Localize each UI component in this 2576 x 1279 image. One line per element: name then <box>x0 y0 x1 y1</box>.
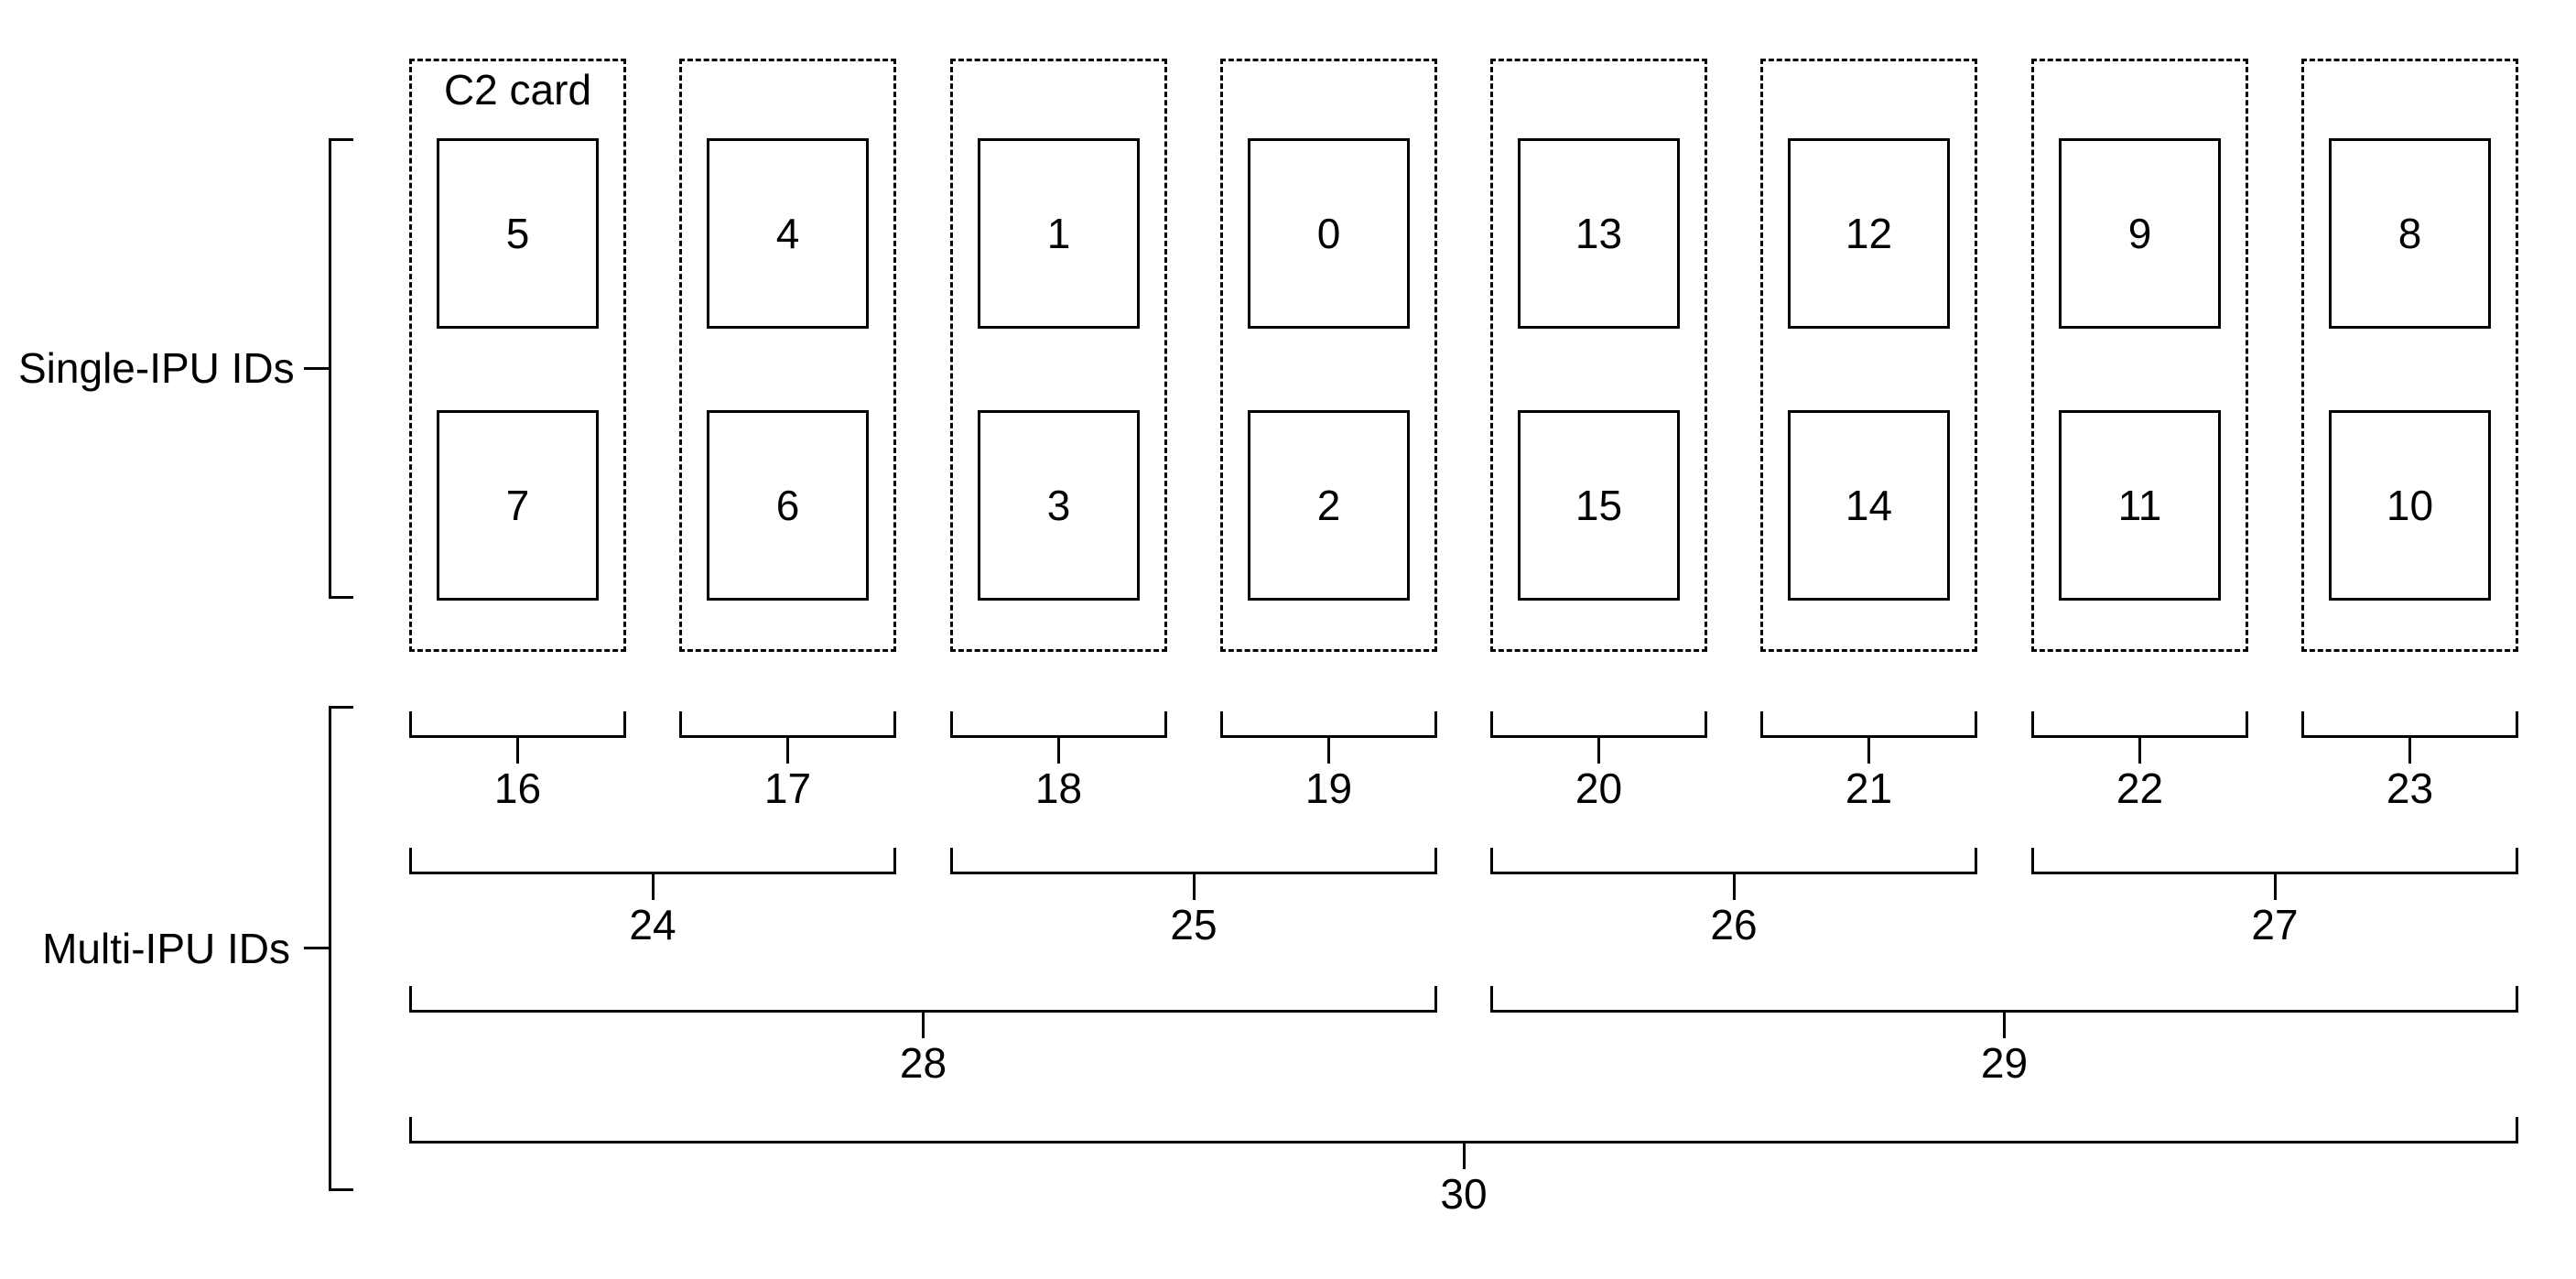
ipu-id-range-bracket <box>1490 711 1707 738</box>
ipu-square: 9 <box>2059 138 2221 329</box>
bracket-center-tick <box>1192 874 1196 900</box>
c2-card-outline <box>1490 59 1707 652</box>
bracket-center-tick <box>2003 1013 2006 1038</box>
multi-ipu-id-label: 30 <box>1440 1170 1488 1218</box>
bracket-center-tick <box>1732 874 1736 900</box>
bracket-center-tick <box>1597 738 1600 764</box>
c2-card-outline <box>1760 59 1977 652</box>
multi-ipu-connector-line <box>304 947 329 949</box>
ipu-square: 5 <box>437 138 599 329</box>
bracket-center-tick <box>1057 738 1060 764</box>
ipu-id-range-bracket <box>409 986 1437 1013</box>
ipu-square: 0 <box>1248 138 1410 329</box>
bracket-center-tick <box>786 738 789 764</box>
multi-ipu-id-label: 28 <box>899 1039 947 1087</box>
multi-ipu-ids-label: Multi-IPU IDs <box>42 925 290 972</box>
ipu-id-range-bracket <box>409 848 896 874</box>
multi-ipu-id-label: 22 <box>2116 764 2164 812</box>
bracket-center-tick <box>651 874 655 900</box>
bracket-center-tick <box>2408 738 2411 764</box>
single-ipu-connector-line <box>304 367 329 370</box>
ipu-square: 3 <box>978 410 1140 601</box>
c2-card-outline <box>2301 59 2518 652</box>
bracket-center-tick <box>922 1013 925 1038</box>
c2-card-outline <box>1220 59 1437 652</box>
multi-ipu-group-bracket <box>329 706 353 1191</box>
ipu-id-range-bracket <box>409 1117 2518 1144</box>
multi-ipu-id-label: 25 <box>1170 901 1218 948</box>
multi-ipu-id-label: 26 <box>1710 901 1758 948</box>
ipu-square: 15 <box>1518 410 1680 601</box>
bracket-center-tick <box>1327 738 1330 764</box>
ipu-square: 14 <box>1788 410 1950 601</box>
ipu-square: 1 <box>978 138 1140 329</box>
c2-card-outline <box>950 59 1167 652</box>
ipu-square: 8 <box>2329 138 2491 329</box>
ipu-id-range-bracket <box>1490 848 1977 874</box>
ipu-id-range-bracket <box>2301 711 2518 738</box>
c2-card-outline <box>679 59 896 652</box>
ipu-id-range-bracket <box>679 711 896 738</box>
ipu-id-range-bracket <box>409 711 626 738</box>
multi-ipu-id-label: 29 <box>1980 1039 2029 1087</box>
c2-card-outline <box>2031 59 2248 652</box>
ipu-square: 13 <box>1518 138 1680 329</box>
multi-ipu-id-label: 27 <box>2251 901 2299 948</box>
bracket-center-tick <box>1867 738 1870 764</box>
multi-ipu-id-label: 19 <box>1304 764 1353 812</box>
ipu-id-range-bracket <box>950 848 1437 874</box>
single-ipu-group-bracket <box>329 138 353 599</box>
bracket-center-tick <box>1462 1144 1466 1169</box>
c2-card-label: C2 card <box>443 66 592 114</box>
ipu-square: 12 <box>1788 138 1950 329</box>
multi-ipu-id-label: 24 <box>629 901 676 948</box>
ipu-id-range-bracket <box>2031 711 2248 738</box>
multi-ipu-id-label: 17 <box>763 764 812 812</box>
ipu-square: 7 <box>437 410 599 601</box>
multi-ipu-id-label: 20 <box>1575 764 1623 812</box>
ipu-square: 10 <box>2329 410 2491 601</box>
multi-ipu-id-label: 23 <box>2386 764 2434 812</box>
ipu-square: 4 <box>707 138 869 329</box>
ipu-id-range-bracket <box>950 711 1167 738</box>
c2-card-outline <box>409 59 626 652</box>
multi-ipu-id-label: 21 <box>1845 764 1893 812</box>
multi-ipu-id-label: 18 <box>1034 764 1083 812</box>
ipu-square: 11 <box>2059 410 2221 601</box>
multi-ipu-id-label: 16 <box>493 764 542 812</box>
bracket-center-tick <box>2273 874 2277 900</box>
ipu-id-range-bracket <box>1490 986 2518 1013</box>
ipu-id-range-bracket <box>1760 711 1977 738</box>
ipu-id-range-bracket <box>2031 848 2518 874</box>
single-ipu-ids-label: Single-IPU IDs <box>18 344 295 392</box>
ipu-square: 6 <box>707 410 869 601</box>
bracket-center-tick <box>516 738 519 764</box>
ipu-square: 2 <box>1248 410 1410 601</box>
ipu-id-range-bracket <box>1220 711 1437 738</box>
bracket-center-tick <box>2138 738 2141 764</box>
